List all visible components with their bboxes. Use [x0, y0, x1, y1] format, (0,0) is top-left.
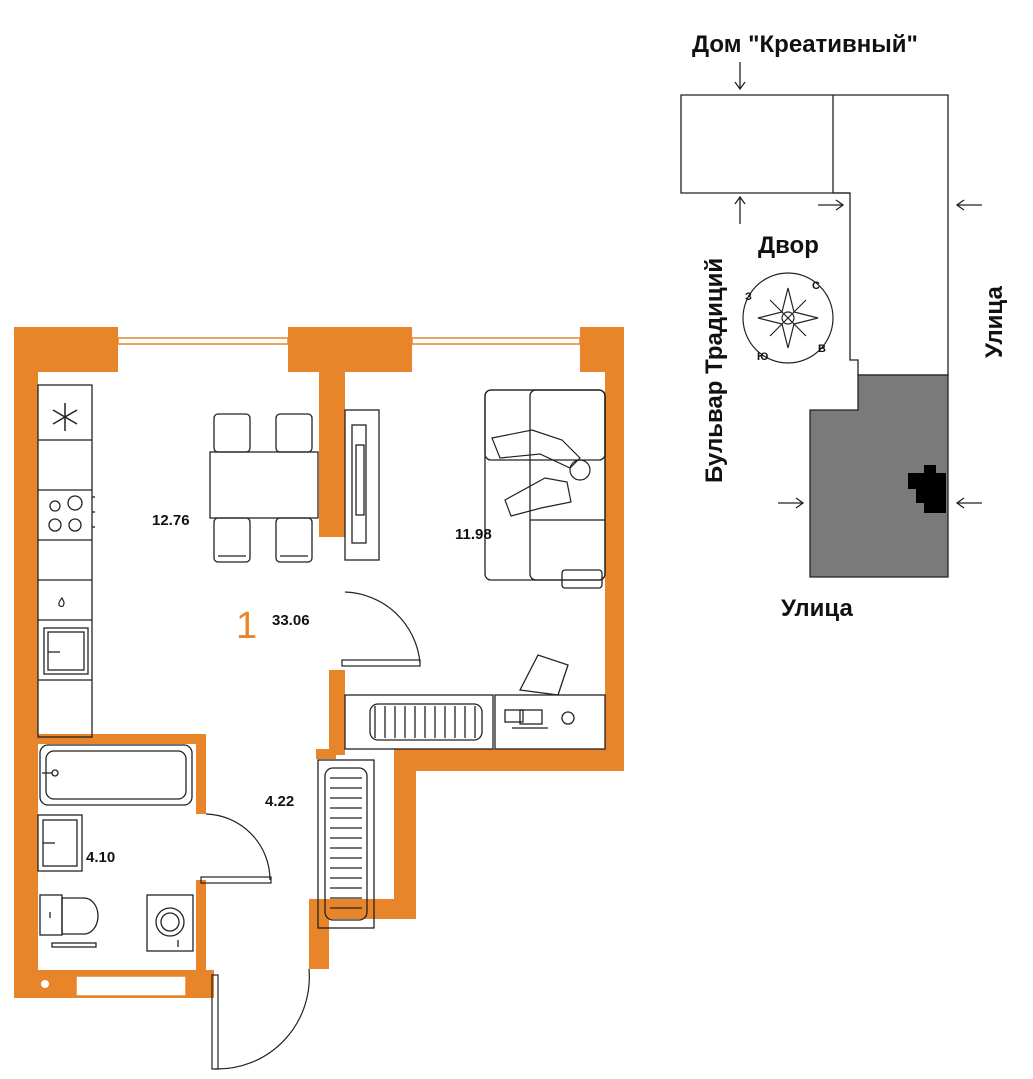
compass-south: Ю [757, 351, 768, 363]
bathroom-sink [37, 814, 83, 872]
vent-icon [41, 980, 49, 988]
wardrobe-living [344, 694, 494, 750]
desk [494, 654, 606, 750]
total-area-label: 33.06 [272, 612, 310, 629]
entrance-arrows [734, 62, 982, 509]
people-on-sofa-icon [491, 429, 591, 517]
washing-machine [146, 894, 194, 952]
compass-east: В [818, 343, 826, 355]
yard-label: Двор [758, 232, 819, 259]
dining-table [209, 413, 319, 563]
compass-west: З [745, 291, 752, 303]
office-chair [518, 654, 569, 696]
boulevard-label: Бульвар Традиций [701, 258, 728, 483]
bathroom-door [200, 813, 272, 884]
kitchen-sink-icon [43, 627, 89, 675]
water-drop-icon [58, 596, 65, 608]
bathtub [39, 744, 193, 806]
compass-rose-icon [742, 272, 834, 364]
kitchen-area-label: 12.76 [152, 512, 190, 529]
rooms-count-label: 1 [236, 605, 257, 647]
hall-wardrobe [317, 759, 375, 929]
living-area-label: 11.98 [455, 526, 492, 543]
street-bottom-label: Улица [781, 595, 853, 622]
windows [75, 337, 581, 997]
site-map: С З Ю В Дом "Креативный" Двор Улица Улиц… [680, 31, 1008, 622]
entrance-door [211, 968, 310, 1070]
apartment-walls [14, 327, 624, 998]
kitchen-door [341, 591, 421, 667]
sofa [484, 389, 606, 589]
kitchen-furniture [37, 384, 93, 738]
compass-north: С [812, 280, 820, 292]
toilet [39, 894, 99, 948]
building-outline [680, 94, 949, 376]
building-name-label: Дом "Креативный" [692, 31, 918, 58]
apartment-marker-icon [908, 465, 946, 513]
highlighted-block [809, 374, 949, 578]
street-right-label: Улица [981, 286, 1008, 358]
bath-area-label: 4.10 [86, 849, 115, 866]
fridge-icon [52, 403, 78, 431]
tv-unit [344, 409, 380, 561]
stove-icon [48, 495, 95, 532]
hall-area-label: 4.22 [265, 793, 294, 810]
